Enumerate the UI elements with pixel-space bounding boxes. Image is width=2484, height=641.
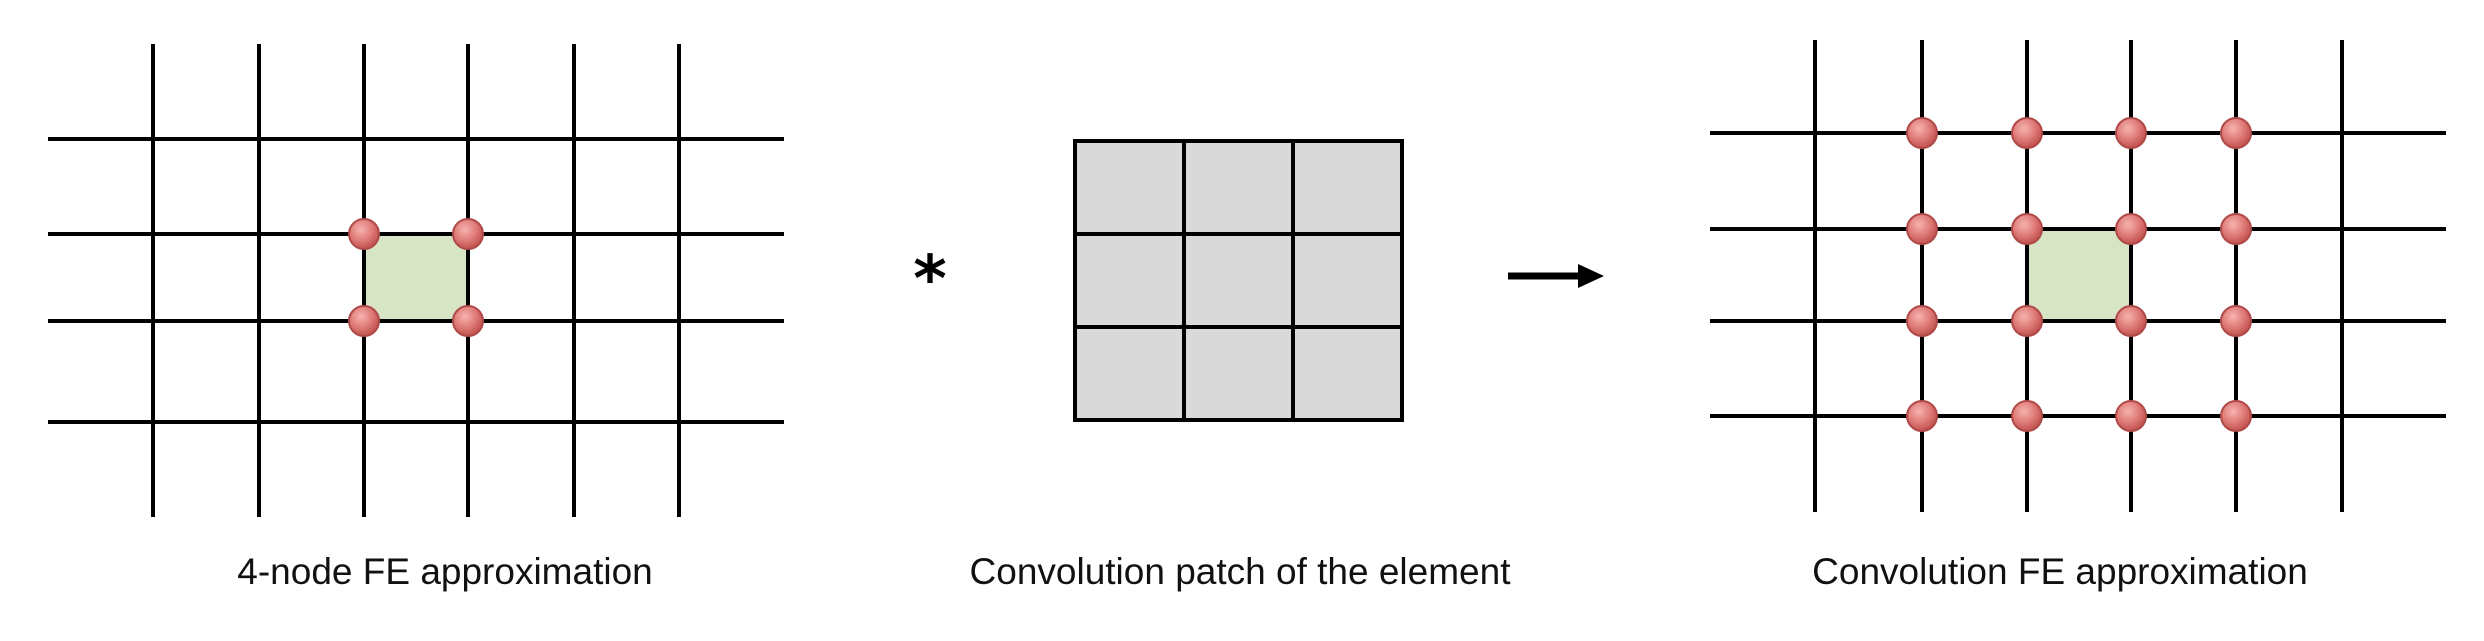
node-marker <box>1906 117 1938 149</box>
convolution-patch <box>1073 139 1404 422</box>
node-marker <box>2011 213 2043 245</box>
node-marker <box>2115 400 2147 432</box>
caption-4-node-fe: 4-node FE approximation <box>237 551 653 592</box>
patch-grid <box>1073 139 1404 422</box>
caption-convolution-patch: Convolution patch of the element <box>969 551 1511 592</box>
node-marker <box>2011 400 2043 432</box>
node-marker <box>348 305 380 337</box>
right-panel <box>1710 40 2446 512</box>
node-marker <box>2011 305 2043 337</box>
left-panel <box>48 44 784 517</box>
caption-convolution-fe: Convolution FE approximation <box>1812 551 2308 592</box>
patch-background <box>1075 141 1402 420</box>
node-marker <box>2115 213 2147 245</box>
node-marker <box>2115 305 2147 337</box>
node-marker <box>2220 213 2252 245</box>
arrow-icon <box>1508 264 1604 288</box>
highlighted-element <box>364 234 468 321</box>
right-nodes <box>1906 117 2252 432</box>
node-marker <box>1906 213 1938 245</box>
node-marker <box>452 218 484 250</box>
convolution-operator-symbol: * <box>913 243 947 317</box>
node-marker <box>2220 400 2252 432</box>
left-nodes <box>348 218 484 337</box>
node-marker <box>452 305 484 337</box>
highlighted-element <box>2027 229 2131 321</box>
node-marker <box>1906 305 1938 337</box>
node-marker <box>348 218 380 250</box>
node-marker <box>2011 117 2043 149</box>
left-grid <box>48 44 784 517</box>
node-marker <box>2220 305 2252 337</box>
node-marker <box>1906 400 1938 432</box>
node-marker <box>2115 117 2147 149</box>
patch-border <box>1073 139 1404 422</box>
node-marker <box>2220 117 2252 149</box>
